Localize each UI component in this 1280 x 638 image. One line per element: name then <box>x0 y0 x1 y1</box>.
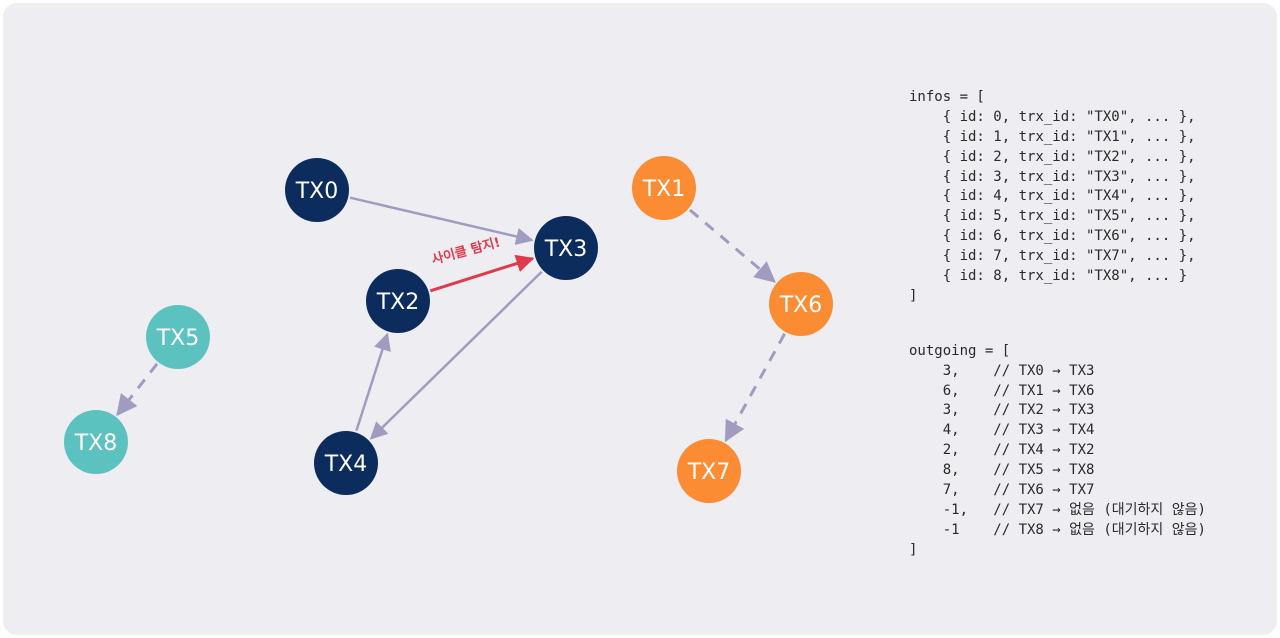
outgoing-line: 4, // TX3 → TX4 <box>909 422 1095 439</box>
node-circle <box>146 305 210 369</box>
edge-tx2-tx3 <box>429 254 535 293</box>
node-label: TX2 <box>376 290 420 315</box>
edge-tx6-tx7 <box>724 333 786 443</box>
node-tx1: TX1 <box>632 156 696 220</box>
node-circle <box>64 410 128 474</box>
node-circle <box>769 272 833 336</box>
node-tx8: TX8 <box>64 410 128 474</box>
infos-list: { id: 0, trx_id: "TX0", ... }, { id: 1, … <box>909 108 1206 287</box>
edge-tx1-tx6 <box>688 208 776 283</box>
infos-line: { id: 8, trx_id: "TX8", ... } <box>909 268 1188 285</box>
outgoing-line: 3, // TX2 → TX3 <box>909 402 1095 419</box>
code-block: infos = [ { id: 0, trx_id: "TX0", ... },… <box>909 88 1206 561</box>
node-circle <box>314 431 378 495</box>
node-label: TX8 <box>74 431 118 456</box>
node-circle <box>632 156 696 220</box>
outgoing-line: -1 // TX8 → 없음 (대기하지 않음) <box>909 521 1206 538</box>
node-label: TX3 <box>544 237 588 262</box>
edge-tx0-tx3 <box>349 196 534 246</box>
node-circle <box>285 158 349 222</box>
outgoing-footer: ] <box>909 541 918 558</box>
infos-header: infos = [ <box>909 89 985 105</box>
outgoing-line: 3, // TX0 → TX3 <box>909 362 1095 379</box>
infos-line: { id: 5, trx_id: "TX5", ... }, <box>909 208 1196 225</box>
node-circle <box>366 269 430 333</box>
infos-footer: ] <box>909 287 918 304</box>
node-tx7: TX7 <box>677 439 741 503</box>
node-tx5: TX5 <box>146 305 210 369</box>
outgoing-header: outgoing = [ <box>909 342 1011 359</box>
outgoing-line: 8, // TX5 → TX8 <box>909 462 1095 479</box>
infos-line: { id: 2, trx_id: "TX2", ... }, <box>909 148 1196 165</box>
node-tx4: TX4 <box>314 431 378 495</box>
infos-line: { id: 1, trx_id: "TX1", ... }, <box>909 128 1196 145</box>
edge-tx5-tx8 <box>116 362 159 417</box>
infos-line: { id: 7, trx_id: "TX7", ... }, <box>909 248 1196 265</box>
diagram-panel <box>3 3 1277 635</box>
infos-line: { id: 4, trx_id: "TX4", ... }, <box>909 188 1196 205</box>
edge-tx4-tx2 <box>355 332 391 432</box>
edge-tx3-tx4 <box>369 270 543 440</box>
node-circle <box>677 439 741 503</box>
node-circle <box>534 216 598 280</box>
infos-line: { id: 6, trx_id: "TX6", ... }, <box>909 228 1196 245</box>
node-label: TX0 <box>295 179 339 204</box>
outgoing-line: 7, // TX6 → TX7 <box>909 482 1095 499</box>
infos-line: { id: 0, trx_id: "TX0", ... }, <box>909 108 1196 125</box>
node-tx3: TX3 <box>534 216 598 280</box>
node-label: TX4 <box>324 452 368 477</box>
node-tx0: TX0 <box>285 158 349 222</box>
node-label: TX6 <box>779 293 823 318</box>
outgoing-line: 6, // TX1 → TX6 <box>909 382 1095 399</box>
outgoing-line: -1, // TX7 → 없음 (대기하지 않음) <box>909 501 1206 518</box>
node-label: TX7 <box>687 460 731 485</box>
outgoing-line: 2, // TX4 → TX2 <box>909 442 1095 459</box>
cycle-detected-label: 사이클 탐지! <box>430 234 502 268</box>
node-label: TX5 <box>156 326 200 351</box>
node-tx6: TX6 <box>769 272 833 336</box>
outgoing-list: 3, // TX0 → TX3 6, // TX1 → TX6 3, // TX… <box>909 362 1206 541</box>
node-label: TX1 <box>642 177 686 202</box>
infos-line: { id: 3, trx_id: "TX3", ... }, <box>909 168 1196 185</box>
node-tx2: TX2 <box>366 269 430 333</box>
